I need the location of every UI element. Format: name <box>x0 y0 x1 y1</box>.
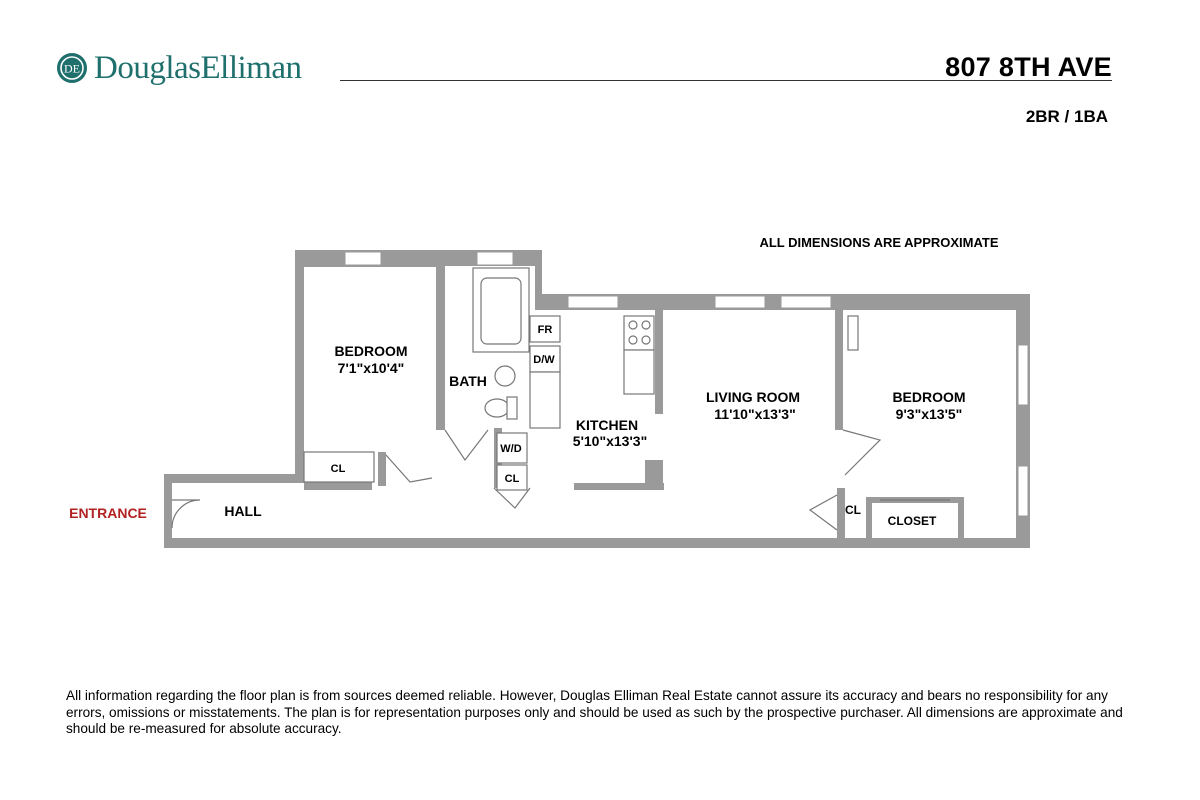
bedroom-closet <box>303 451 375 483</box>
window <box>476 251 514 266</box>
door-swing <box>808 494 838 531</box>
bedroom-right-name: BEDROOM <box>892 389 965 405</box>
svg-text:DE: DE <box>64 62 80 76</box>
note-label: ALL DIMENSIONS ARE APPROXIMATE <box>759 235 998 250</box>
bath-name: BATH <box>449 373 487 389</box>
bedroom-right-dimensions: 9'3"x13'5" <box>896 406 963 422</box>
closet-cl-label: CL <box>505 473 520 485</box>
toilet-tank <box>506 396 518 420</box>
dishwasher-box <box>529 345 561 373</box>
brand-name: DouglasElliman <box>94 50 302 86</box>
fridge-label: FR <box>538 324 553 336</box>
window <box>1017 344 1029 406</box>
washer-dryer-box <box>496 432 528 464</box>
fixtures <box>303 267 950 501</box>
door-swings <box>171 429 882 531</box>
toilet <box>484 398 510 418</box>
door-swing <box>493 487 531 509</box>
door-swing <box>385 454 433 483</box>
disclaimer-text: All information regarding the floor plan… <box>66 688 1123 736</box>
hall-name: HALL <box>224 503 262 519</box>
listing-address: 807 8TH AVE <box>945 52 1112 82</box>
header-rule <box>340 80 1112 81</box>
entrance-label: ENTRANCE <box>69 505 147 521</box>
living-room-dimensions: 11'10"x13'3" <box>714 406 795 422</box>
washer-dryer-label: W/D <box>500 443 521 455</box>
door-swing <box>444 429 489 462</box>
counter <box>529 371 561 429</box>
kitchen-name: KITCHEN <box>576 417 638 433</box>
bedroom-left-name: BEDROOM <box>334 343 407 359</box>
window <box>780 295 832 309</box>
radiator <box>847 315 859 351</box>
door-swing <box>171 499 201 529</box>
stove <box>623 315 655 351</box>
hall-closet-cl-label: CL <box>845 503 861 517</box>
bathtub-basin <box>480 277 522 345</box>
closet-box <box>496 464 528 491</box>
window <box>1017 465 1029 517</box>
de-monogram-icon: DE <box>57 53 87 83</box>
kitchen-counter <box>623 349 655 395</box>
living-room-name: LIVING ROOM <box>706 389 800 405</box>
window <box>567 295 619 309</box>
window <box>344 251 382 266</box>
bedroom-left-dimensions: 7'1"x10'4" <box>338 360 405 376</box>
dishwasher-label: D/W <box>533 354 555 366</box>
fridge-box <box>529 315 561 343</box>
window <box>714 295 766 309</box>
door-swing <box>842 429 882 476</box>
bedroom-closet-cl-label: CL <box>331 463 346 475</box>
windows <box>344 251 1029 517</box>
unit-type: 2BR / 1BA <box>1025 107 1108 126</box>
kitchen-dimensions: 5'10"x13'3" <box>573 433 647 449</box>
douglas-elliman-logo: DE DouglasElliman <box>56 50 302 86</box>
closet-name: CLOSET <box>888 514 937 528</box>
sink <box>494 365 516 387</box>
room-labels: ALL DIMENSIONS ARE APPROXIMATE BEDROOM 7… <box>69 235 999 528</box>
